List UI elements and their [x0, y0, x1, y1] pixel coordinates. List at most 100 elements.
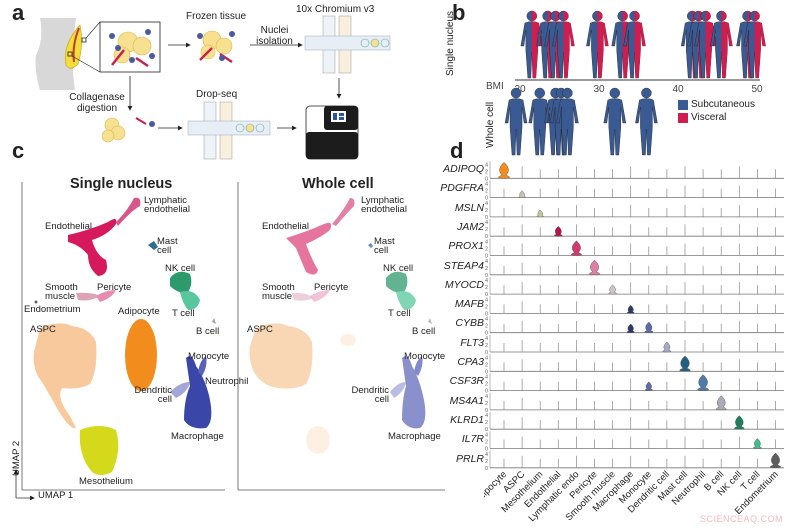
violin-row: 024 [485, 161, 784, 182]
y-tick-label: 2 [485, 285, 488, 291]
donor-figure [635, 87, 658, 156]
label-endothelial: Endothelial [45, 221, 93, 232]
y-tick-label: 2 [485, 324, 488, 330]
workflow-diagram [35, 15, 391, 160]
cluster-tcell [396, 291, 416, 310]
bmi-axis-label: BMI [486, 81, 504, 92]
donor-head-visceral [721, 11, 727, 21]
sequencer-icon [305, 105, 359, 160]
donor-body-visceral [754, 21, 766, 78]
cluster-nk [386, 271, 408, 294]
donor-body-visceral [634, 21, 646, 78]
legend-swatch-visceral [678, 112, 688, 123]
y-tick-label: 2 [485, 420, 488, 426]
label-monocyte: Monocyte [404, 351, 446, 362]
violin-row: 024 [485, 238, 784, 260]
gene-label: MSLN [454, 201, 484, 214]
y-tick-label: 4 [485, 336, 488, 342]
cluster-endothelial [286, 222, 332, 275]
donor-figure [623, 10, 646, 79]
cluster-mast [368, 243, 373, 248]
umap-plots [13, 182, 445, 500]
donor-body-visceral [597, 21, 609, 78]
gene-label: JAM2 [457, 220, 484, 233]
y-tick-label: 4 [485, 297, 488, 303]
violin [679, 355, 691, 372]
violin-row: 024 [485, 334, 784, 356]
cluster-monocyte [198, 356, 207, 376]
donor-head [609, 87, 621, 99]
y-tick-label: 2 [485, 169, 488, 175]
cluster-dendritic [170, 382, 190, 398]
violin [753, 438, 762, 449]
violin [536, 209, 544, 218]
sample-box-2 [67, 51, 73, 57]
cluster-adipocyte [125, 319, 157, 391]
violin-row: 024 [485, 180, 784, 202]
frozen-tissue-illustration [197, 30, 235, 64]
violin [571, 240, 582, 256]
cluster-macrophage [184, 356, 212, 429]
y-tick-label: 4 [485, 162, 488, 168]
cluster-lymphatic [116, 197, 141, 226]
donor-body-subcutaneous [556, 98, 579, 156]
violin [715, 395, 727, 411]
dropseq-label: Drop-seq [196, 89, 238, 100]
gene-label: PROX1 [448, 240, 484, 253]
violin-row: 024 [485, 199, 784, 221]
label-aspc: ASPC [247, 324, 273, 335]
cluster-aspc [33, 323, 97, 429]
bmi-tick-label: 20 [514, 84, 526, 95]
tissue-zoom-contents [109, 29, 155, 68]
y-tick-label: 2 [485, 382, 488, 388]
donor-figure [710, 10, 733, 79]
chromium-label: 10x Chromium v3 [296, 4, 375, 15]
violin [626, 323, 635, 333]
label-mesothelium: Mesothelium [79, 476, 133, 487]
panel-label-c: c [12, 138, 25, 163]
gene-label: PDGFRA [440, 182, 484, 195]
watermark: SCIENCEAQ.COM [700, 514, 784, 524]
y-tick-label: 4 [485, 355, 488, 361]
y-tick-label: 2 [485, 401, 488, 407]
cluster-macrophage [402, 356, 426, 429]
y-tick-label: 0 [485, 389, 488, 395]
umap1-label: UMAP 1 [38, 490, 74, 501]
y-tick-label: 0 [485, 427, 488, 433]
gene-label: FLT3 [460, 336, 484, 349]
label-dendritic: Dendritic cell [351, 385, 390, 405]
violin [697, 374, 709, 391]
donor-head-visceral [597, 11, 603, 21]
y-tick-label: 2 [485, 247, 488, 253]
gene-label: CSF3R [449, 375, 484, 388]
gene-label: ADIPOQ [443, 163, 484, 175]
frozen-tissue-label: Frozen tissue [186, 11, 247, 22]
y-tick-label: 4 [485, 182, 488, 188]
cluster-nk [170, 271, 192, 294]
y-tick-label: 4 [485, 433, 488, 439]
violin-row: 024 [485, 431, 784, 453]
y-tick-label: 4 [485, 220, 488, 226]
y-tick-label: 4 [485, 375, 488, 381]
label-lymphatic: Lymphatic endothelial [144, 195, 190, 215]
violin [608, 284, 617, 295]
gene-label: MS4A1 [449, 394, 484, 407]
y-tick-label: 2 [485, 362, 488, 368]
violin-row: 024 [485, 276, 784, 298]
label-smooth: Smooth muscle [45, 282, 78, 302]
y-tick-label: 0 [485, 447, 488, 453]
label-nk: NK cell [383, 263, 414, 274]
violin-row: 024 [485, 373, 784, 395]
donor-head [534, 87, 545, 99]
collagenase-label: Collagenase digestion [69, 92, 125, 114]
cluster-aspc [249, 323, 313, 389]
violin-plot: 0240240240240240240240240240240240240240… [484, 161, 784, 524]
label-neutrophil: Neutrophil [205, 376, 249, 387]
bmi-tick-label: 40 [672, 84, 684, 95]
y-tick-label: 0 [485, 196, 488, 202]
digested-cells [101, 117, 155, 143]
violin-row: 024 [485, 450, 784, 472]
donor-head-visceral [531, 11, 537, 21]
label-monocyte: Monocyte [188, 351, 230, 362]
y-tick-label: 4 [485, 259, 488, 265]
